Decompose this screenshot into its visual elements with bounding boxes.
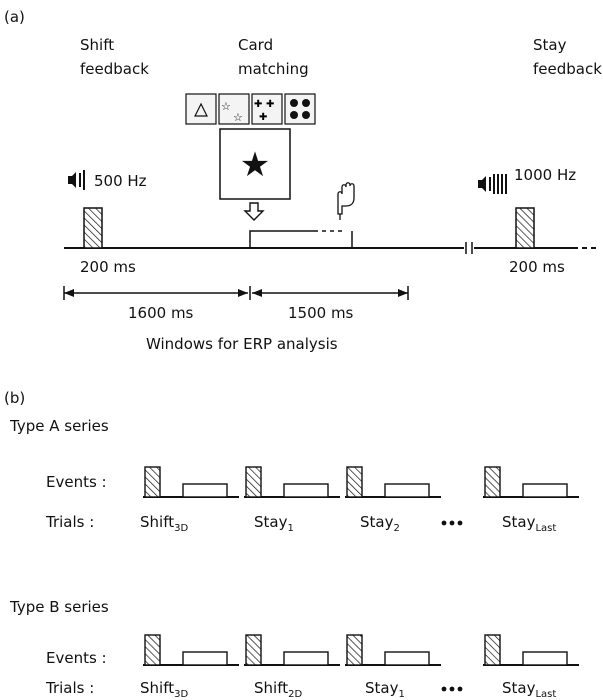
type-a-events xyxy=(143,466,579,498)
window1-label: 1600 ms xyxy=(128,304,194,322)
type-b-events-label: Events : xyxy=(46,649,107,667)
stay-feedback-line2: feedback xyxy=(533,60,602,78)
type-b-trial-2: Shift2D xyxy=(254,679,302,700)
feedback-pulse xyxy=(346,466,363,498)
feedback-pulse xyxy=(346,634,363,666)
type-b-events xyxy=(143,634,579,666)
shift-feedback-line1: Shift xyxy=(80,36,114,54)
event-segment xyxy=(483,466,579,498)
cross-icon: ✚ xyxy=(259,112,267,123)
type-a-events-label: Events : xyxy=(46,473,107,491)
speaker-icon xyxy=(68,170,85,190)
star-icon: ☆ xyxy=(233,111,243,124)
type-a-title: Type A series xyxy=(9,417,109,435)
type-a-trial-3: Stay2 xyxy=(360,513,400,534)
analysis-windows xyxy=(63,286,409,300)
four-dots-icon xyxy=(290,99,310,119)
shift-feedback-line2: feedback xyxy=(80,60,149,78)
event-segment xyxy=(345,634,441,666)
type-b-trial-3: Stay1 xyxy=(365,679,405,700)
type-a-trial-2: Stay1 xyxy=(254,513,294,534)
star-icon: ☆ xyxy=(221,100,231,113)
feedback-pulse xyxy=(245,466,262,498)
card-pulse xyxy=(283,483,329,498)
shift-tone-label: 500 Hz xyxy=(94,172,147,190)
shift-duration-label: 200 ms xyxy=(80,258,136,276)
event-segment xyxy=(345,466,441,498)
pointing-hand-icon xyxy=(337,182,355,220)
panel-a-label: (a) xyxy=(4,8,25,26)
type-b-trial-1: Shift3D xyxy=(140,679,188,700)
event-segment xyxy=(143,634,239,666)
stay-duration-label: 200 ms xyxy=(509,258,565,276)
card-matching-line2: matching xyxy=(238,60,309,78)
type-a-trials-label: Trials : xyxy=(45,513,94,531)
stay-feedback-line1: Stay xyxy=(533,36,567,54)
card-crosses xyxy=(251,93,283,125)
stimulus-card xyxy=(219,128,291,200)
shift-feedback-stimulus xyxy=(83,207,103,249)
stay-tone-label: 1000 Hz xyxy=(514,166,576,184)
timeline xyxy=(64,207,596,254)
windows-caption: Windows for ERP analysis xyxy=(146,335,338,353)
card-dots xyxy=(284,93,316,125)
stay-feedback-stimulus xyxy=(515,207,535,249)
type-b-trials-label: Trials : xyxy=(45,679,94,697)
reference-cards: ☆ ☆ ✚ ✚ ✚ xyxy=(185,93,316,125)
feedback-pulse xyxy=(484,466,501,498)
card-pulse xyxy=(283,651,329,666)
speaker-icon xyxy=(478,174,507,194)
card-matching-line1: Card xyxy=(238,36,273,54)
card-pulse xyxy=(522,651,568,666)
type-b-title: Type B series xyxy=(9,598,109,616)
ellipsis-icon xyxy=(441,520,463,526)
window2-label: 1500 ms xyxy=(288,304,354,322)
card-stars xyxy=(218,93,250,125)
feedback-pulse xyxy=(144,466,161,498)
cross-icon: ✚ xyxy=(254,99,262,110)
event-segment xyxy=(244,634,340,666)
event-segment xyxy=(483,634,579,666)
event-segment xyxy=(244,466,340,498)
type-a-trial-1: Shift3D xyxy=(140,513,188,534)
feedback-pulse xyxy=(245,634,262,666)
feedback-pulse xyxy=(484,634,501,666)
feedback-pulse xyxy=(144,634,161,666)
card-pulse xyxy=(384,651,430,666)
type-a-trial-4: StayLast xyxy=(502,513,556,534)
type-b-trial-4: StayLast xyxy=(502,679,556,700)
event-segment xyxy=(143,466,239,498)
triangle-icon xyxy=(194,102,208,117)
ellipsis-icon xyxy=(441,686,463,692)
card-pulse xyxy=(182,483,228,498)
star-icon: ★ xyxy=(240,145,270,185)
card-pulse xyxy=(522,483,568,498)
card-triangle xyxy=(185,93,217,125)
cross-icon: ✚ xyxy=(266,99,274,110)
card-pulse xyxy=(384,483,430,498)
panel-b-label: (b) xyxy=(4,389,25,407)
down-arrow-icon xyxy=(243,202,265,221)
card-pulse xyxy=(182,651,228,666)
